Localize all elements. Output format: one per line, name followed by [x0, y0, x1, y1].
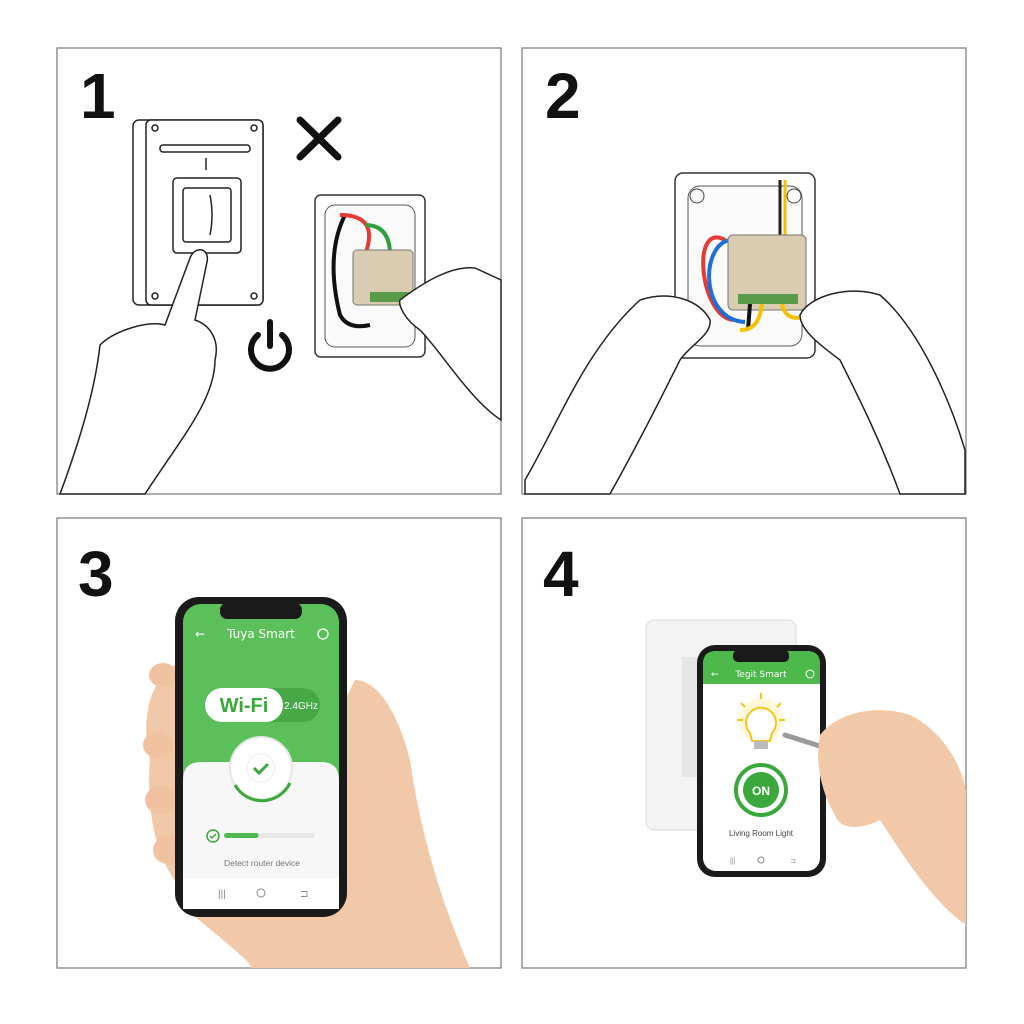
step-number-2: 2	[545, 60, 581, 132]
status-text: Detect router device	[224, 858, 300, 868]
hands-icon	[524, 290, 966, 495]
back-arrow-icon[interactable]: ←	[711, 670, 719, 680]
light-bulb-icon	[737, 693, 785, 749]
on-button[interactable]	[743, 772, 779, 808]
hand-with-screwdriver-icon	[782, 710, 966, 925]
wifi-label: Wi-Fi	[220, 695, 269, 717]
back-arrow-icon[interactable]: ←	[195, 627, 205, 641]
home-icon[interactable]	[256, 888, 266, 898]
phone-step-4: ← Tegit Smart ON Living Room Light ||| ⊐	[697, 645, 826, 877]
phone-step-3: ← Tuya Smart Wi-Fi 2.4GHz Detect router …	[175, 597, 347, 917]
recent-apps-icon[interactable]: |||	[730, 858, 736, 865]
recent-apps-icon[interactable]: |||	[218, 889, 226, 900]
settings-icon[interactable]	[317, 628, 329, 640]
wifi-band: 2.4GHz	[284, 701, 318, 712]
back-nav-icon[interactable]: ⊐	[300, 889, 308, 900]
power-icon	[248, 319, 292, 372]
device-name: Living Room Light	[729, 829, 794, 838]
back-nav-icon[interactable]: ⊐	[790, 858, 796, 865]
app-title: Tegit Smart	[734, 670, 787, 680]
step-number-1: 1	[80, 60, 116, 132]
check-icon	[252, 762, 270, 776]
light-switch-icon	[132, 119, 264, 306]
app-title: Tuya Smart	[226, 627, 295, 641]
settings-icon[interactable]	[805, 669, 815, 679]
step-number-4: 4	[543, 538, 579, 610]
check-circle-icon	[206, 829, 220, 843]
progress-bar-fill	[224, 833, 259, 838]
home-icon[interactable]	[757, 856, 765, 864]
on-button-label: ON	[752, 784, 770, 798]
progress-ring	[233, 782, 292, 803]
step-number-3: 3	[78, 538, 114, 610]
wiring-module-icon	[674, 172, 816, 359]
cross-icon	[296, 116, 342, 161]
smart-module-icon	[314, 194, 502, 422]
hand-pressing-icon	[58, 249, 217, 495]
